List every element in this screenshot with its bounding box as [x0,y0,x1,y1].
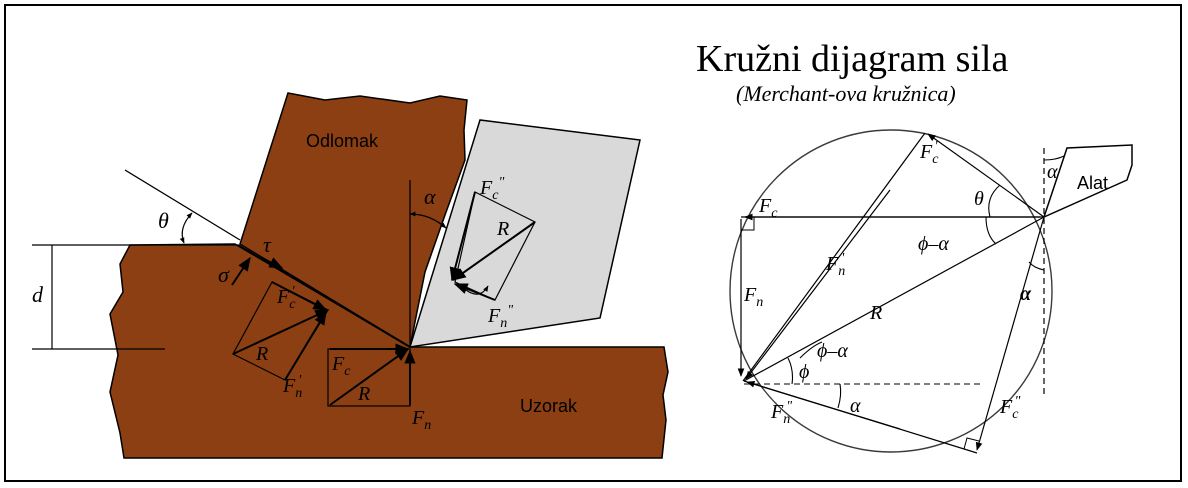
alpha-label-left: α [424,184,436,209]
r-line-right [743,216,1045,382]
depth-label: d [32,282,44,307]
fn-dprime-arrow-right [746,381,901,430]
alpha-label-right: α [1020,283,1032,305]
fc-dprime-label-left: Fc" [479,175,504,203]
right-angle-fc-fn [741,217,755,231]
fn-dprime-label-left: Fn" [487,303,513,331]
workpiece-shape [109,243,669,459]
fn-label-right: Fn [743,284,763,310]
fn-prime-arrow-left [284,310,327,381]
fn-prime-label-left: Fn' [282,373,302,401]
theta-label-left: θ [158,208,169,233]
r-arrow-left-shear [232,309,330,355]
fn-prime-label-right: Fn' [825,251,845,279]
tau-arrow [261,257,284,269]
fn-prime-arrow-right [745,189,891,380]
fc-label-left: Fc [331,353,351,379]
sigma-arrow [231,256,251,286]
shear-angle-reference [124,169,241,241]
alpha-label-bottom: α [850,395,861,417]
fc-dprime-arrow-right [975,216,1045,451]
shear-plane [237,244,411,348]
fn-label-left: Fn [411,407,431,433]
right-angle-toolface [963,437,980,450]
phi-alpha-label-bottom: ϕ–α [817,340,848,362]
alpha-label-tool: α [1047,161,1058,183]
phi-alpha-arc-top [985,216,997,245]
phi-arc [787,357,794,385]
r-label-right: R [869,302,882,324]
tool-label: Alat [1077,173,1108,193]
phi-label: ϕ [799,361,809,383]
phi-alpha-label-top: ϕ–α [918,233,949,255]
r-arrow-left-toolface [451,221,536,281]
diagram-subtitle: (Merchant-ova kružnica) [736,81,956,106]
r-arrow-left-tip [329,348,410,406]
fc-dprime-label-right: Fc" [999,394,1020,422]
small-angle-arc-left [465,285,489,295]
theta-arc-right [988,184,1001,218]
diagram-title: Kružni dijagram sila [696,38,1008,80]
workpiece-label: Uzorak [520,396,578,416]
fn-dprime-label-right: Fn" [770,399,792,427]
fc-prime-arrow-left [271,281,328,311]
merchant-circle [729,129,1053,453]
fc-prime-label-right: Fc' [919,139,939,167]
fc-prime-arrow-right [927,133,1045,218]
r-label-left-toolface: R [496,218,509,240]
tool-shape-right [1042,144,1133,219]
fn-prime-line-right [742,132,926,382]
r-label-left-tip: R [357,383,370,405]
theta-label-right: θ [974,188,984,210]
fn-dprime-arrow-left [453,283,496,301]
fc-prime-label-left: Fc' [276,284,296,312]
alpha-arc-tool [1043,155,1065,161]
sigma-label: σ [218,262,230,287]
alpha-arc-right [1028,261,1045,271]
phi-alpha-arc-bottom [799,341,823,359]
tau-label: τ [263,232,272,257]
fc-dprime-arrow-left [449,191,476,282]
fc-label-right: Fc [758,195,778,221]
chip-label: Odlomak [306,131,379,151]
r-label-left-shear: R [255,343,268,365]
alpha-arc-bottom [837,383,842,409]
theta-arc [179,212,193,244]
alpha-arc-left [409,211,447,229]
